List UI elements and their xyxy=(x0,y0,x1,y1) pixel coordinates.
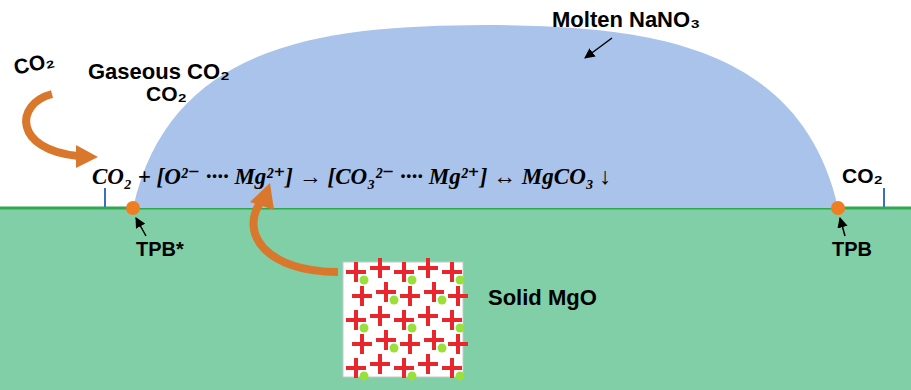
lattice-bond xyxy=(432,282,436,302)
molecule-label: CO₂ xyxy=(842,164,883,187)
tpb-dot xyxy=(831,201,845,215)
leader-arrow xyxy=(585,38,612,58)
lattice-atom xyxy=(390,296,399,305)
reaction-equation: CO₂ + [O²⁻ ···· Mg²⁺] → [CO₃²⁻ ···· Mg²⁺… xyxy=(92,164,611,189)
lattice-bond xyxy=(426,306,430,326)
lattice-bond xyxy=(378,306,382,326)
lattice-atom xyxy=(408,276,417,285)
lattice-bond xyxy=(402,262,406,282)
melt-label: Molten NaNO₃ xyxy=(552,8,700,32)
lattice-atom xyxy=(360,372,369,381)
lattice-bond xyxy=(378,258,382,278)
molecule-label: CO₂ xyxy=(146,82,187,105)
lattice-bond xyxy=(354,262,358,282)
lattice-atom xyxy=(408,372,417,381)
molecule-label: CO₂ xyxy=(12,48,57,79)
lattice-bond xyxy=(456,286,460,306)
lattice-bond xyxy=(402,358,406,378)
lattice-atom xyxy=(360,324,369,333)
mgo-lattice xyxy=(346,258,468,381)
lattice-bond xyxy=(384,330,388,350)
lattice-bond xyxy=(354,358,358,378)
lattice-bond xyxy=(408,286,412,306)
lattice-atom xyxy=(408,324,417,333)
lattice-bond xyxy=(402,310,406,330)
lattice-atom xyxy=(438,344,447,353)
lattice-atom xyxy=(456,324,465,333)
lattice-bond xyxy=(354,310,358,330)
lattice-bond xyxy=(408,334,412,354)
tpb-dot xyxy=(126,201,140,215)
lattice-atom xyxy=(390,344,399,353)
flow-arrow xyxy=(26,94,78,156)
tpb-label: TPB xyxy=(832,238,872,260)
lattice-atom xyxy=(456,276,465,285)
lattice-picture xyxy=(343,262,463,377)
gas-label: Gaseous CO₂ xyxy=(88,60,230,84)
adsorbed-mark xyxy=(104,188,106,207)
lattice-bond xyxy=(456,334,460,354)
lattice-bond xyxy=(360,286,364,306)
tpb-label: TPB* xyxy=(136,238,184,260)
leader-arrow xyxy=(840,218,845,236)
lattice-bond xyxy=(426,258,430,278)
flow-arrow xyxy=(253,200,338,272)
lattice-bond xyxy=(360,334,364,354)
lattice-bond xyxy=(450,358,454,378)
mgo-solid xyxy=(0,208,911,390)
leader-arrow xyxy=(136,218,146,236)
lattice-bond xyxy=(384,282,388,302)
lattice-bond xyxy=(378,354,382,374)
lattice-atom xyxy=(360,276,369,285)
lattice-bond xyxy=(450,310,454,330)
adsorbed-mark xyxy=(883,188,885,207)
lattice-bond xyxy=(432,330,436,350)
solid-label: Solid MgO xyxy=(488,286,597,310)
lattice-bond xyxy=(426,354,430,374)
lattice-atom xyxy=(456,372,465,381)
lattice-atom xyxy=(438,296,447,305)
lattice-bond xyxy=(450,262,454,282)
